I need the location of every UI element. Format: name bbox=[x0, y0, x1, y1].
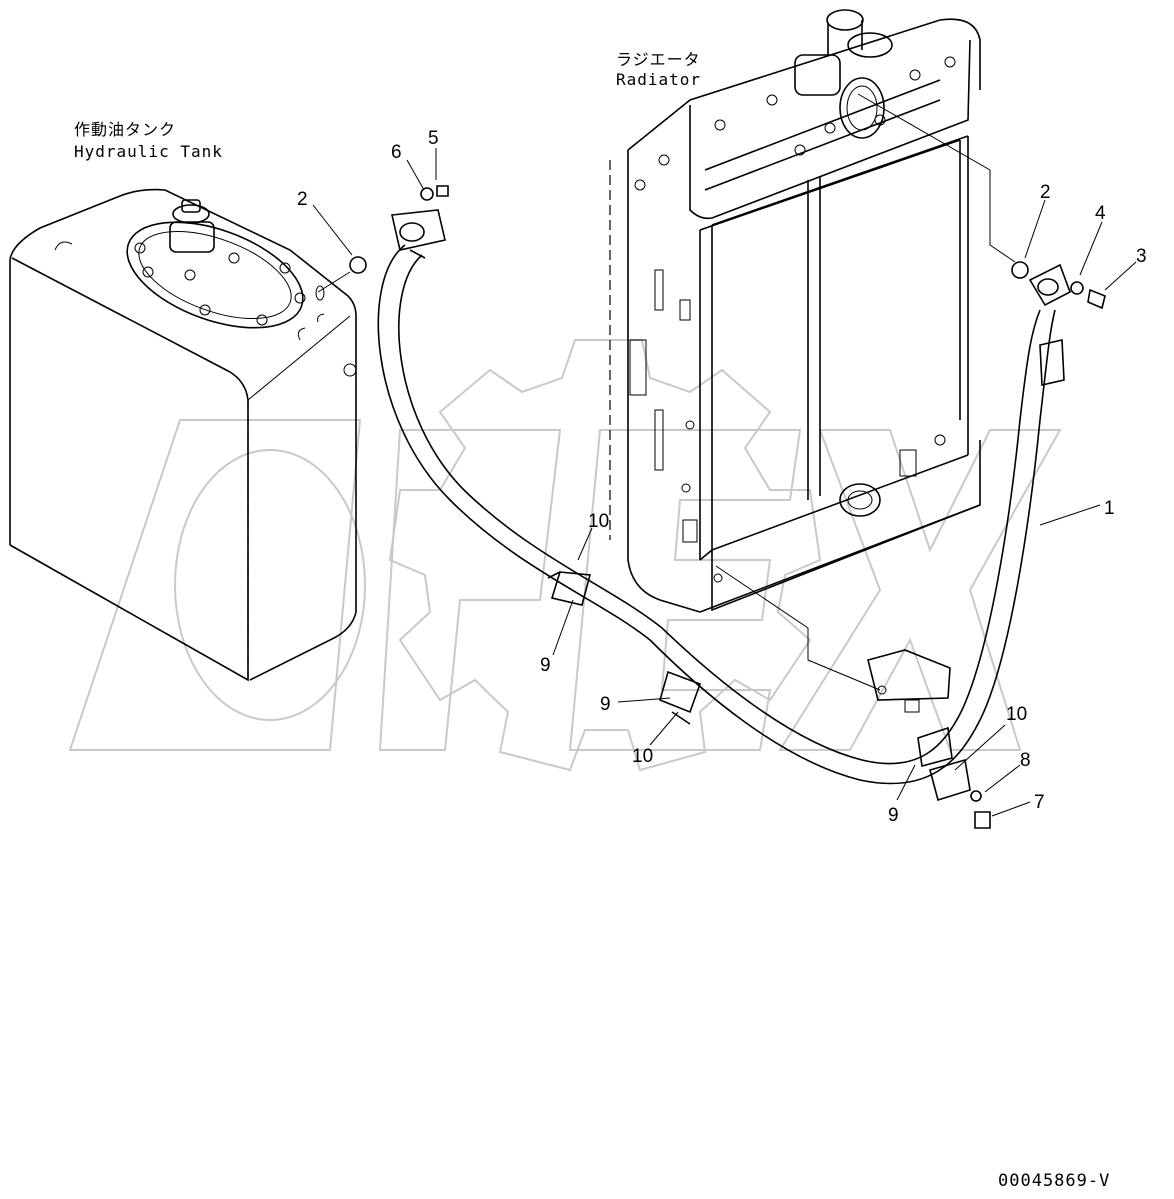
tank-label-en: Hydraulic Tank bbox=[74, 142, 223, 161]
radiator bbox=[609, 9, 981, 613]
callout-9-a: 9 bbox=[540, 655, 551, 676]
clamp-1 bbox=[547, 571, 592, 606]
callout-7: 7 bbox=[1034, 792, 1045, 813]
callout-6: 6 bbox=[391, 142, 402, 163]
leader-lines bbox=[312, 93, 1137, 817]
callout-9-c: 9 bbox=[888, 805, 899, 826]
callout-4: 4 bbox=[1095, 203, 1106, 224]
callout-10-b: 10 bbox=[632, 746, 653, 767]
hose-assembly bbox=[349, 185, 1106, 829]
watermark-X bbox=[778, 429, 1062, 751]
callout-1: 1 bbox=[1104, 498, 1115, 519]
callout-2-right: 2 bbox=[1040, 182, 1051, 203]
callout-10-a: 10 bbox=[588, 511, 609, 532]
watermark-E bbox=[568, 429, 802, 751]
hydraulic-tank bbox=[9, 188, 357, 682]
callout-2-left: 2 bbox=[297, 189, 308, 210]
callout-8: 8 bbox=[1020, 750, 1031, 771]
bracket-clamp bbox=[867, 649, 971, 802]
drawing-code: 00045869-V bbox=[998, 1171, 1110, 1191]
opex-watermark bbox=[68, 339, 1062, 772]
tank-cap bbox=[169, 199, 215, 253]
callout-10-c: 10 bbox=[1006, 704, 1027, 725]
clamp-2 bbox=[659, 670, 702, 725]
flange-right bbox=[1028, 263, 1071, 386]
callout-3: 3 bbox=[1136, 246, 1147, 267]
tank-label-jp: 作動油タンク bbox=[74, 120, 176, 139]
callout-9-b: 9 bbox=[600, 694, 611, 715]
clamp-3 bbox=[917, 726, 953, 768]
watermark-P bbox=[378, 429, 562, 751]
callout-5: 5 bbox=[428, 128, 439, 149]
watermark-O bbox=[68, 419, 362, 751]
radiator-label-jp: ラジエータ bbox=[616, 50, 701, 69]
flange-left bbox=[391, 209, 446, 259]
radiator-label-en: Radiator bbox=[616, 70, 701, 89]
